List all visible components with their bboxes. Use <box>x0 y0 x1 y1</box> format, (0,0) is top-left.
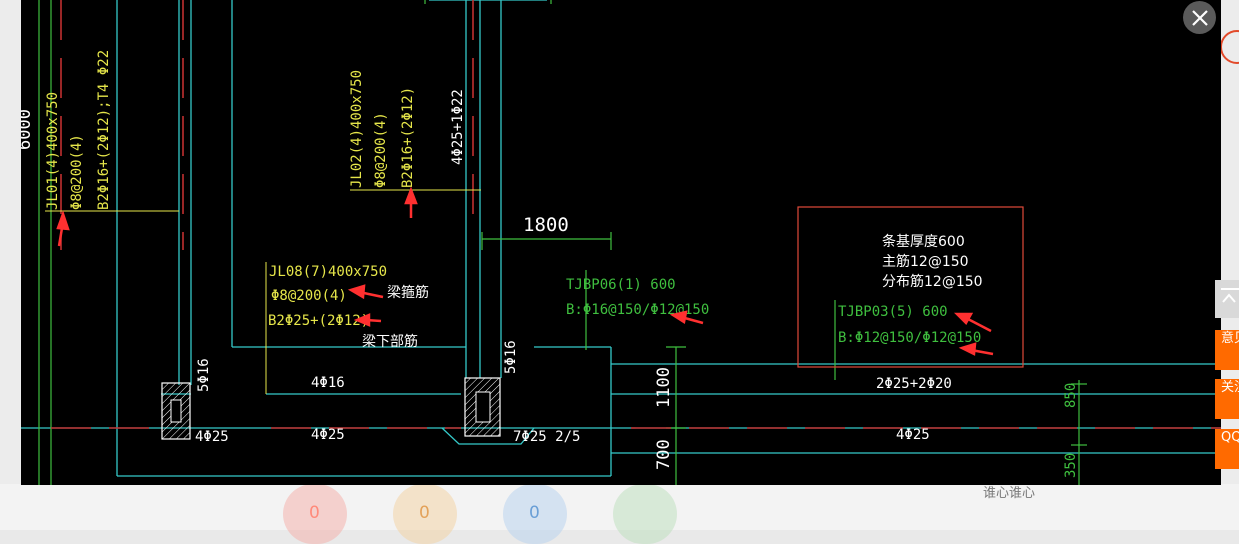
label-jl02-a: JL02(4)400x750 <box>349 70 365 188</box>
share-count: 0 <box>529 503 540 523</box>
image-viewer[interactable]: JL01(4)400x750 Φ8@200(4) B2Φ16+(2Φ12);T4… <box>21 0 1221 485</box>
dim-left: 6000 <box>21 109 35 150</box>
label-jl01-a: JL01(4)400x750 <box>45 92 61 210</box>
like-count: 0 <box>309 503 320 523</box>
dim-1800: 1800 <box>523 214 569 236</box>
close-icon <box>1191 9 1208 26</box>
dim-1100: 1100 <box>654 367 674 408</box>
label-7phi25: 7Φ25 2/5 <box>513 429 580 445</box>
label-4phi25-left: 4Φ25 <box>195 429 229 445</box>
feedback-tab[interactable]: 意见反馈 <box>1215 330 1239 370</box>
label-tjbp06-b: B:Φ16@150/Φ12@150 <box>566 302 709 318</box>
label-jl08-b: Φ8@200(4) <box>271 288 347 304</box>
label-jl01-c: B2Φ16+(2Φ12);T4 Φ22 <box>96 50 112 210</box>
arrow-up-icon <box>1221 288 1239 303</box>
label-4phi25-mid: 4Φ25 <box>311 427 345 443</box>
dim-850: 850 <box>1063 383 1079 408</box>
label-4phi25-right: 4Φ25 <box>896 427 930 443</box>
close-button[interactable] <box>1183 1 1216 34</box>
follow-tab[interactable]: 关注我们 <box>1215 379 1239 419</box>
note-box <box>797 206 1024 368</box>
note-thickness: 条基厚度600 <box>882 234 965 250</box>
cad-drawing: JL01(4)400x750 Φ8@200(4) B2Φ16+(2Φ12);T4… <box>21 0 1221 485</box>
leader-lines <box>45 189 481 394</box>
rebar-red-lines <box>51 0 1221 429</box>
annotation-bottom-bar: 梁下部筋 <box>362 334 418 350</box>
dim-350: 350 <box>1063 453 1079 478</box>
label-4phi16: 4Φ16 <box>311 375 345 391</box>
label-jl08-a: JL08(7)400x750 <box>269 264 387 280</box>
label-tjbp03-b: B:Φ12@150/Φ12@150 <box>838 330 981 346</box>
qq-tab[interactable]: QQ咨询 <box>1215 429 1239 469</box>
label-jl02-b: Φ8@200(4) <box>373 112 389 188</box>
label-top-bar: 4Φ25+1Φ22 <box>450 89 466 165</box>
label-jl08-c: B2Φ25+(2Φ12) <box>268 313 369 329</box>
annotation-stirrup: 梁箍筋 <box>387 285 429 301</box>
label-5phi16-left: 5Φ16 <box>196 358 212 392</box>
column-sections <box>161 377 535 445</box>
back-to-top-button[interactable] <box>1215 280 1239 318</box>
dim-700: 700 <box>654 439 674 470</box>
label-jl02-c: B2Φ16+(2Φ12) <box>400 87 416 188</box>
report-button[interactable] <box>613 484 677 544</box>
beam-outlines <box>21 0 1221 477</box>
note-main-bar: 主筋12@150 <box>882 254 969 270</box>
label-tjbp06-a: TJBP06(1) 600 <box>566 277 676 293</box>
label-5phi16-mid: 5Φ16 <box>503 340 519 374</box>
comment-input[interactable]: 谁心谁心 <box>983 486 1036 501</box>
red-arrows <box>56 186 994 356</box>
note-distribution-bar: 分布筋12@150 <box>882 274 983 290</box>
label-jl01-b: Φ8@200(4) <box>69 134 85 210</box>
label-tjbp03-a: TJBP03(5) 600 <box>838 304 948 320</box>
collect-count: 0 <box>419 503 430 523</box>
label-2phi25: 2Φ25+2Φ20 <box>876 376 952 392</box>
